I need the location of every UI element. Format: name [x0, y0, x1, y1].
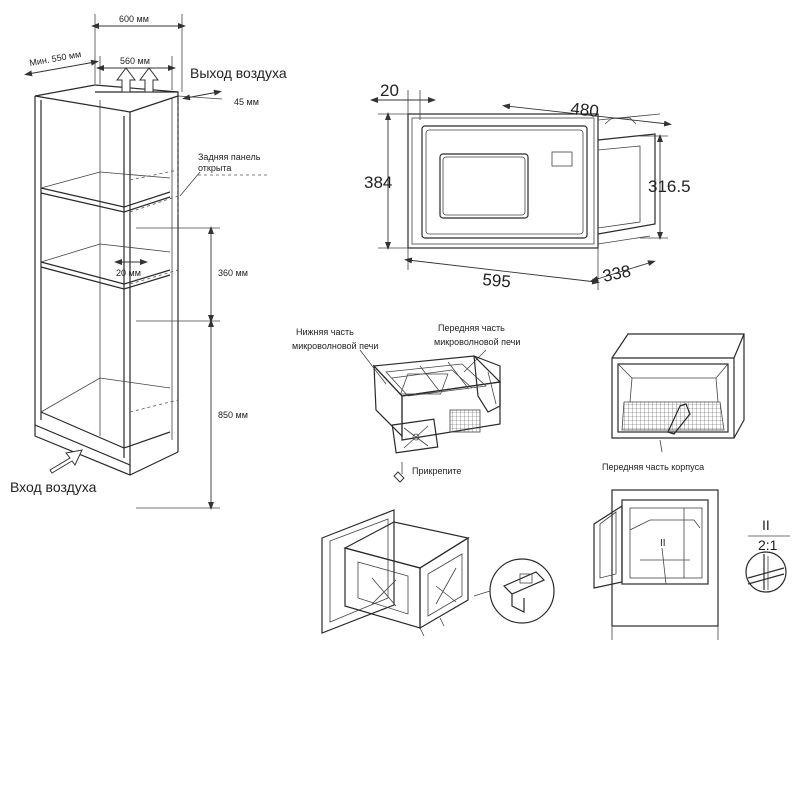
- cabinet-dimensions: 600 мм Мин. 550 мм 560 мм Выход воздуха …: [10, 14, 287, 510]
- scale-label: 2:1: [758, 537, 778, 553]
- case-front-label: Передняя часть корпуса: [602, 462, 704, 472]
- assembly-step-case: Передняя часть корпуса: [602, 333, 745, 472]
- attach-label: Прикрепите: [412, 466, 461, 476]
- gap-label: 45 мм: [234, 97, 259, 107]
- air-in-label: Вход воздуха: [10, 479, 97, 495]
- air-inlet-arrow-icon: [49, 449, 83, 474]
- depth-label: 480: [570, 99, 600, 121]
- frame-width-label: 595: [482, 270, 512, 291]
- air-outlet-arrow-icon: [139, 67, 159, 93]
- microwave-dimension-drawing: 20 480 384 316.5 595 338: [364, 81, 691, 291]
- assembly-step-installed: II II 2:1: [593, 489, 790, 640]
- side-depth-label: 338: [601, 261, 633, 285]
- air-out-label: Выход воздуха: [190, 65, 287, 81]
- vent-width-label: 560 мм: [120, 56, 150, 66]
- min-depth-label: Мин. 550 мм: [29, 49, 82, 68]
- frame-height-label: 384: [364, 173, 392, 192]
- frame-thickness-label: 20: [380, 81, 399, 100]
- floor-height-label: 850 мм: [218, 410, 248, 420]
- detail-label: II: [762, 517, 770, 533]
- front-part-label: Передняя часть микроволновой печи: [434, 323, 520, 347]
- detail-marker: II: [660, 538, 666, 549]
- cabinet-width-label: 600 мм: [119, 14, 149, 24]
- rear-panel-label: Задняя панель открыта: [198, 152, 263, 173]
- screwdriver-icon: [393, 471, 405, 483]
- shelf-offset-label: 20 мм: [116, 268, 141, 278]
- body-height-label: 316.5: [648, 177, 691, 196]
- cabinet-drawing: [34, 84, 179, 476]
- assembly-step-attach: Нижняя часть микроволновой печи Передняя…: [292, 323, 520, 483]
- air-outlet-arrow-icon: [116, 67, 136, 93]
- bottom-part-label: Нижняя часть микроволновой печи: [292, 327, 378, 351]
- niche-height-label: 360 мм: [218, 268, 248, 278]
- assembly-step-insert: [321, 509, 555, 637]
